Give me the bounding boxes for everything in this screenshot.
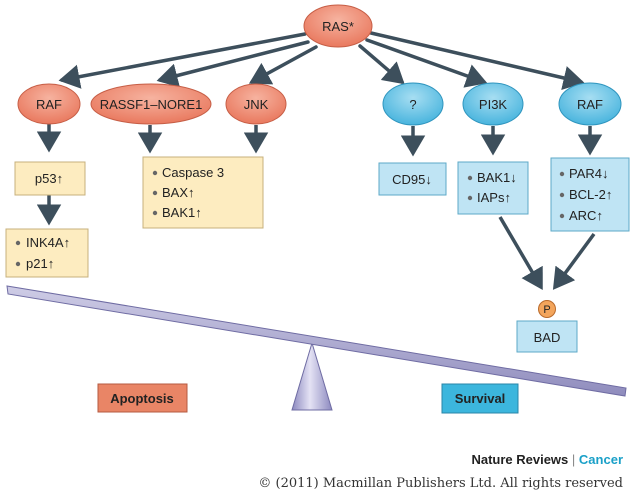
ras-label: RAS*	[322, 19, 354, 34]
effector-label: RASSF1–NORE1	[100, 97, 203, 112]
ras-node: RAS*	[303, 4, 373, 48]
box-bak1: BAK1↓ IAPs↑	[457, 161, 529, 215]
survival-label-box: Survival	[441, 383, 519, 414]
box-line: INK4A↑	[26, 235, 70, 250]
box-line: BAK1↑	[162, 205, 202, 220]
box-line: p21↑	[26, 256, 54, 271]
effector-label: ?	[409, 97, 416, 112]
journal-name: Nature Reviews	[471, 452, 569, 467]
box-line: Caspase 3	[162, 165, 224, 180]
effector-raf-right: RAF	[558, 82, 622, 126]
balance	[6, 285, 627, 411]
box-line: BAK1↓	[477, 170, 517, 185]
arrow-ras-to-unknown	[358, 44, 405, 85]
arrow-ras-to-jnk	[248, 45, 318, 85]
arrow-ras-to-pi3k	[365, 38, 488, 88]
box-par4: PAR4↓ BCL-2↑ ARC↑	[550, 157, 630, 232]
box-line: BCL-2↑	[569, 187, 612, 202]
arrow-ras-to-rassf1	[156, 40, 310, 88]
effector-jnk: JNK	[225, 83, 287, 125]
box-bad: BAD	[516, 320, 578, 353]
arrow-ras-to-raf-right	[369, 31, 585, 90]
effector-pi3k: PI3K	[462, 82, 524, 126]
box-line: BAX↑	[162, 185, 195, 200]
box-line: CD95↓	[392, 172, 432, 187]
phospho-badge: P	[538, 300, 556, 318]
effector-unknown: ?	[382, 82, 444, 126]
effector-label: PI3K	[479, 97, 508, 112]
box-line: PAR4↓	[569, 166, 609, 181]
box-cd95: CD95↓	[378, 162, 447, 196]
journal-section: Cancer	[578, 452, 623, 467]
balance-beam	[6, 285, 627, 397]
box-line: BAD	[534, 330, 561, 345]
fulcrum	[291, 341, 333, 411]
apoptosis-label: Apoptosis	[110, 391, 174, 406]
phospho-label: P	[543, 304, 550, 316]
arrow-ras-to-raf-left	[58, 32, 307, 89]
journal-separator: |	[571, 452, 576, 467]
apoptosis-label-box: Apoptosis	[97, 383, 188, 413]
effector-label: JNK	[244, 97, 269, 112]
effector-label: RAF	[36, 97, 62, 112]
ras-arrows	[58, 31, 585, 90]
down-arrows	[36, 123, 603, 291]
box-caspase: Caspase 3 BAX↑ BAK1↑	[142, 156, 264, 229]
arrow-par4-to-bad	[552, 232, 596, 290]
box-line: p53↑	[35, 171, 63, 186]
copyright-notice: © (2011) Macmillan Publishers Ltd. All r…	[258, 476, 623, 491]
box-ink4a: INK4A↑ p21↑	[5, 228, 89, 278]
effector-rassf1: RASSF1–NORE1	[90, 83, 212, 125]
effector-label: RAF	[577, 97, 603, 112]
effector-raf-left: RAF	[17, 83, 81, 125]
box-line: IAPs↑	[477, 190, 511, 205]
journal-credit: Nature Reviews | Cancer	[471, 452, 623, 467]
box-p53: p53↑	[14, 161, 86, 196]
survival-label: Survival	[455, 391, 506, 406]
arrow-bak1-to-bad	[498, 216, 543, 291]
box-line: ARC↑	[569, 208, 603, 223]
